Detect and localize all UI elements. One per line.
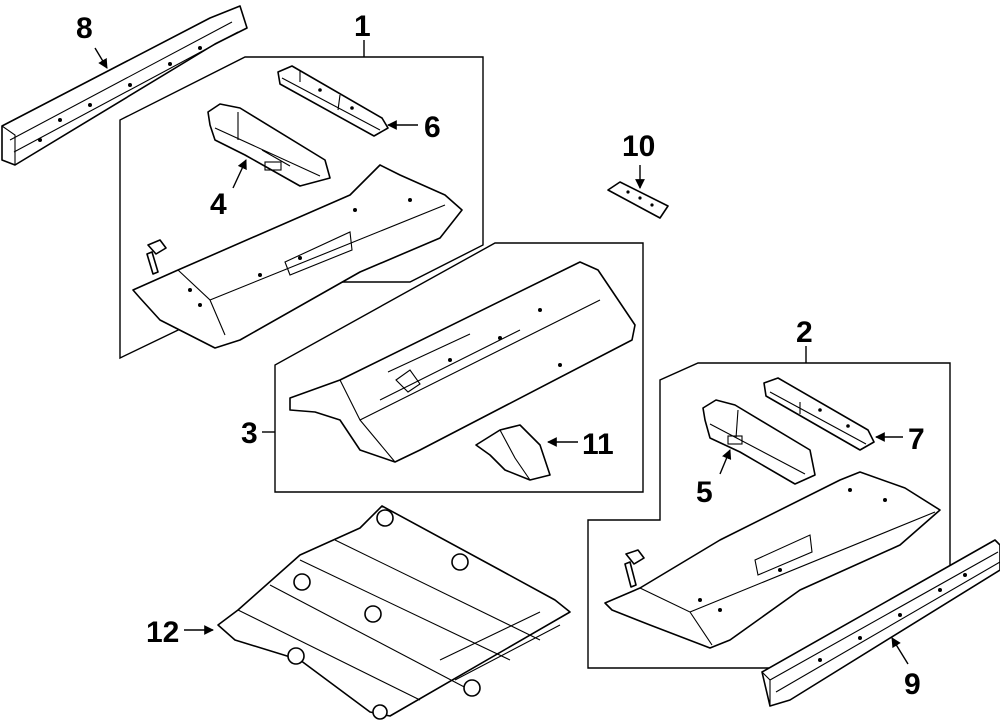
callout-11: 11 (582, 428, 614, 461)
callout-12: 12 (146, 616, 179, 649)
part-1-floor-pan (132, 164, 463, 349)
callout-10: 10 (622, 130, 655, 163)
leader-9 (891, 637, 909, 665)
leader-4 (232, 159, 247, 189)
callout-7: 7 (908, 423, 925, 456)
callout-9: 9 (904, 668, 921, 701)
callout-1: 1 (354, 10, 371, 43)
callout-5: 5 (696, 476, 713, 509)
callout-3: 3 (241, 417, 258, 450)
part-10-small-bracket (607, 181, 669, 219)
part-5-crossmember (702, 399, 816, 485)
part-8-rocker-rail (1, 5, 248, 166)
bolt-2 (624, 549, 645, 588)
part-6-bracket (277, 65, 389, 137)
part-4-crossmember (207, 103, 331, 187)
callout-4: 4 (210, 188, 227, 221)
part-2-floor-pan (604, 471, 941, 649)
callout-8: 8 (76, 12, 93, 45)
leader-8 (94, 47, 108, 69)
part-12-underbody-shield (217, 505, 571, 720)
part-3-tunnel-panel (289, 261, 636, 463)
part-11-tunnel-bracket (475, 424, 551, 481)
bolt-1 (146, 239, 167, 275)
part-7-bracket (763, 377, 875, 451)
callout-6: 6 (424, 111, 441, 144)
part-9-rocker-rail (761, 539, 1000, 707)
leader-5 (719, 449, 732, 475)
group-3-frame (274, 242, 644, 493)
callout-2: 2 (796, 316, 813, 349)
